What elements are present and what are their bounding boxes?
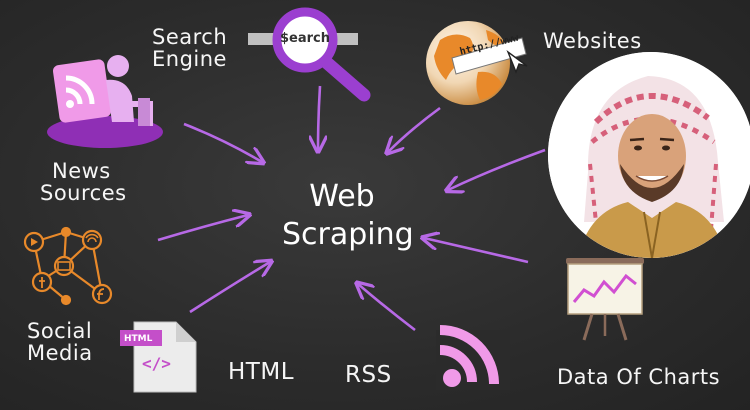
arrow-search-icon bbox=[318, 85, 320, 150]
center-label-line2: Scraping bbox=[282, 216, 414, 252]
label-social-media: Social Media bbox=[27, 320, 93, 364]
label-search-engine-line2: Engine bbox=[152, 47, 227, 72]
magnifier-icon bbox=[248, 7, 371, 102]
label-social-media-line2: Media bbox=[27, 341, 93, 366]
arrow-photo bbox=[448, 148, 546, 190]
person-illustration bbox=[548, 52, 750, 258]
label-news-sources: News Sources bbox=[40, 160, 127, 204]
globe-icon bbox=[426, 21, 528, 105]
label-news-sources-line1: News bbox=[52, 159, 111, 183]
arrow-social-media bbox=[157, 215, 248, 242]
news-reader-icon bbox=[47, 55, 163, 148]
rss-icon bbox=[436, 325, 510, 390]
label-html: HTML bbox=[228, 359, 295, 385]
chart-board-icon bbox=[566, 258, 644, 341]
label-search-engine-line1: Search bbox=[152, 25, 228, 49]
search-box-text: $earch bbox=[279, 31, 330, 46]
arrow-html bbox=[189, 262, 270, 314]
label-search-engine: Search Engine bbox=[152, 26, 227, 70]
code-glyph: </> bbox=[142, 354, 171, 373]
center-label-line1: Web bbox=[309, 179, 375, 214]
html-file-icon bbox=[120, 321, 197, 393]
html-badge-text: HTML bbox=[124, 334, 153, 344]
label-data-of-charts: Data Of Charts bbox=[557, 365, 721, 389]
social-network-icon bbox=[23, 226, 113, 306]
arrow-search-engine bbox=[183, 122, 262, 162]
label-news-sources-line2: Sources bbox=[40, 181, 127, 206]
label-rss: RSS bbox=[345, 362, 392, 388]
center-label: Web Scraping bbox=[282, 178, 414, 253]
arrow-data-of-charts bbox=[424, 238, 529, 264]
arrow-websites bbox=[388, 106, 441, 152]
label-social-media-line1: Social bbox=[27, 319, 93, 343]
person-photo bbox=[548, 52, 750, 258]
label-websites: Websites bbox=[543, 29, 642, 53]
arrow-rss bbox=[358, 284, 416, 332]
